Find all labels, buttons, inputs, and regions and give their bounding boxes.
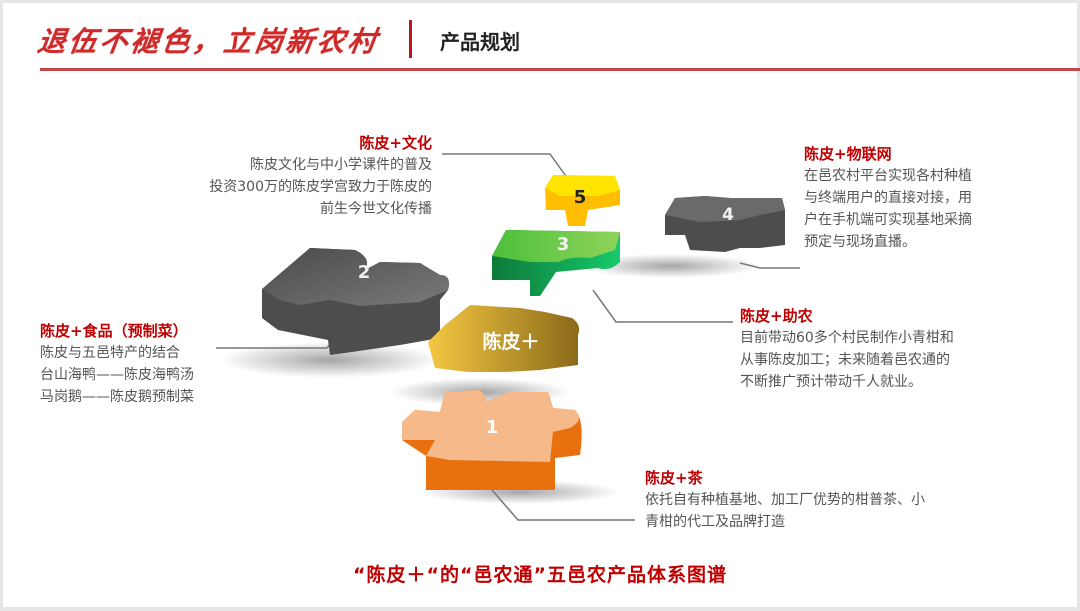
puzzle-piece-4: 4 bbox=[665, 196, 785, 252]
center-piece-label: 陈皮＋ bbox=[482, 330, 539, 353]
callout-line: 不断推广预计带动千人就业。 bbox=[740, 374, 922, 390]
callout-tea: 陈皮+茶 依托自有种植基地、加工厂优势的柑普茶、小 青柑的代工及品牌打造 bbox=[645, 467, 985, 533]
callout-iot: 陈皮+物联网 在邑农村平台实现各村种植 与终端用户的直接对接，用 户在手机端可实… bbox=[804, 143, 1024, 253]
puzzle-piece-center: 陈皮＋ bbox=[428, 305, 580, 372]
callout-line: 投资300万的陈皮学宫致力于陈皮的 bbox=[209, 179, 432, 195]
callout-line: 陈皮文化与中小学课件的普及 bbox=[250, 157, 432, 173]
callout-title: 陈皮+食品（预制菜） bbox=[40, 322, 188, 340]
callout-food: 陈皮+食品（预制菜） 陈皮与五邑特产的结合 台山海鸭——陈皮海鸭汤 马岗鹅——陈… bbox=[40, 320, 260, 408]
piece-label: 4 bbox=[722, 205, 734, 225]
shadow bbox=[220, 342, 440, 378]
callout-title: 陈皮+文化 bbox=[359, 134, 432, 152]
header-divider bbox=[409, 20, 412, 58]
slide bbox=[3, 3, 1077, 607]
callout-title: 陈皮+茶 bbox=[645, 469, 703, 487]
callout-title: 陈皮+助农 bbox=[740, 307, 813, 325]
header-rule bbox=[40, 68, 1080, 71]
piece-label: 2 bbox=[358, 262, 371, 283]
callout-line: 预定与现场直播。 bbox=[804, 234, 916, 250]
callout-line: 陈皮与五邑特产的结合 bbox=[40, 345, 180, 361]
callout-line: 前生今世文化传播 bbox=[320, 201, 432, 217]
callout-line: 马岗鹅——陈皮鹅预制菜 bbox=[40, 389, 194, 405]
callout-line: 户在手机端可实现基地采摘 bbox=[804, 212, 972, 228]
callout-line: 青柑的代工及品牌打造 bbox=[645, 514, 785, 530]
piece-label: 3 bbox=[557, 234, 570, 255]
callout-culture: 陈皮+文化 陈皮文化与中小学课件的普及 投资300万的陈皮学宫致力于陈皮的 前生… bbox=[180, 132, 432, 220]
callout-agri: 陈皮+助农 目前带动60多个村民制作小青柑和 从事陈皮加工；未来随着邑农通的 不… bbox=[740, 305, 1000, 393]
puzzle-piece-1: 1 bbox=[402, 390, 582, 490]
connector-lines bbox=[216, 153, 800, 521]
puzzle-piece-3: 3 bbox=[492, 230, 620, 296]
callout-line: 台山海鸭——陈皮海鸭汤 bbox=[40, 367, 194, 383]
callout-title: 陈皮+物联网 bbox=[804, 145, 892, 163]
diagram-caption: “陈皮＋“的“邑农通”五邑农产品体系图谱 bbox=[353, 564, 727, 586]
shadow bbox=[580, 254, 760, 278]
callout-line: 在邑农村平台实现各村种植 bbox=[804, 168, 972, 184]
callout-line: 目前带动60多个村民制作小青柑和 bbox=[740, 330, 954, 346]
puzzle-piece-2: 2 bbox=[262, 248, 449, 355]
callout-line: 依托自有种植基地、加工厂优势的柑普茶、小 bbox=[645, 492, 925, 508]
puzzle-piece-5: 5 bbox=[545, 175, 620, 226]
callout-line: 从事陈皮加工；未来随着邑农通的 bbox=[740, 352, 950, 368]
callout-line: 与终端用户的直接对接，用 bbox=[804, 190, 972, 206]
piece-label: 1 bbox=[486, 417, 499, 438]
piece-label: 5 bbox=[574, 187, 587, 208]
header-subtitle: 产品规划 bbox=[440, 30, 520, 54]
